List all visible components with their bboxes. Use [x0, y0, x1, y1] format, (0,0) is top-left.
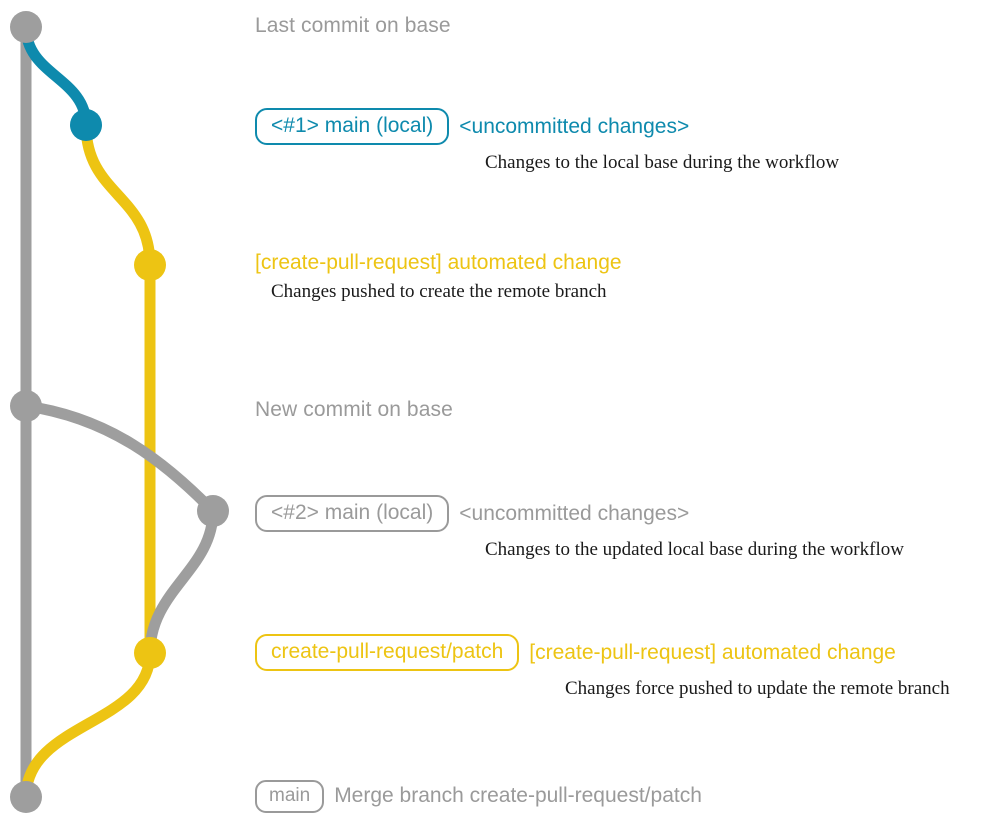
caption-new-commit-on-base: New commit on base: [255, 398, 453, 422]
gray-branch-path-3: [144, 505, 219, 659]
branch-pill-main-local-1[interactable]: <#1> main (local): [255, 108, 450, 146]
commit-message-uncommitted-changes-2: <uncommitted changes>: [459, 501, 690, 525]
commit-message-uncommitted-changes-1: <uncommitted changes>: [459, 114, 690, 138]
branch-pill-main-local-2[interactable]: <#2> main (local): [255, 495, 450, 533]
label-line: <#1> main (local) <uncommitted changes>: [255, 108, 839, 146]
label-line: main Merge branch create-pull-request/pa…: [255, 780, 702, 813]
commit-node-patch-2[interactable]: [134, 637, 166, 669]
commit-message-automated-change-2: [create-pull-request] automated change: [529, 640, 896, 664]
commit-node-base-new[interactable]: [10, 390, 42, 422]
gray-branch-path-2: [20, 400, 219, 517]
commit-node-local-2[interactable]: [197, 495, 229, 527]
branch-pill-main[interactable]: main: [255, 780, 325, 813]
commit-message-merge-branch: Merge branch create-pull-request/patch: [334, 784, 702, 808]
commit-node-merge[interactable]: [10, 781, 42, 813]
label-block-merge-commit: main Merge branch create-pull-request/pa…: [255, 780, 702, 813]
commit-message-automated-change-1: [create-pull-request] automated change: [255, 251, 622, 274]
commit-description-local-change-2: Changes to the updated local base during…: [485, 539, 904, 561]
commit-description-automated-change-2: Changes force pushed to update the remot…: [565, 678, 950, 700]
caption-last-commit-on-base: Last commit on base: [255, 14, 451, 38]
commit-description-automated-change-1: Changes pushed to create the remote bran…: [271, 281, 607, 303]
commit-node-base-head[interactable]: [10, 11, 42, 43]
label-block-local-change-1: <#1> main (local) <uncommitted changes> …: [255, 108, 839, 174]
label-block-local-change-2: <#2> main (local) <uncommitted changes> …: [255, 495, 904, 561]
label-line: [create-pull-request] automated change: [255, 251, 622, 274]
yellow-merge-path: [20, 647, 156, 803]
caption-text: Last commit on base: [255, 14, 451, 37]
teal-branch-path: [20, 21, 92, 131]
yellow-branch-path-1: [80, 119, 156, 271]
label-line: <#2> main (local) <uncommitted changes>: [255, 495, 904, 533]
label-block-automated-change-2: create-pull-request/patch [create-pull-r…: [255, 634, 950, 700]
commit-description-local-change-1: Changes to the local base during the wor…: [485, 152, 840, 174]
label-block-automated-change-1: [create-pull-request] automated change C…: [255, 251, 622, 303]
branch-pill-create-pull-request-patch[interactable]: create-pull-request/patch: [255, 634, 520, 672]
commit-node-local-1[interactable]: [70, 109, 102, 141]
commit-node-patch-1[interactable]: [134, 249, 166, 281]
label-line: create-pull-request/patch [create-pull-r…: [255, 634, 950, 672]
caption-text: New commit on base: [255, 398, 453, 421]
